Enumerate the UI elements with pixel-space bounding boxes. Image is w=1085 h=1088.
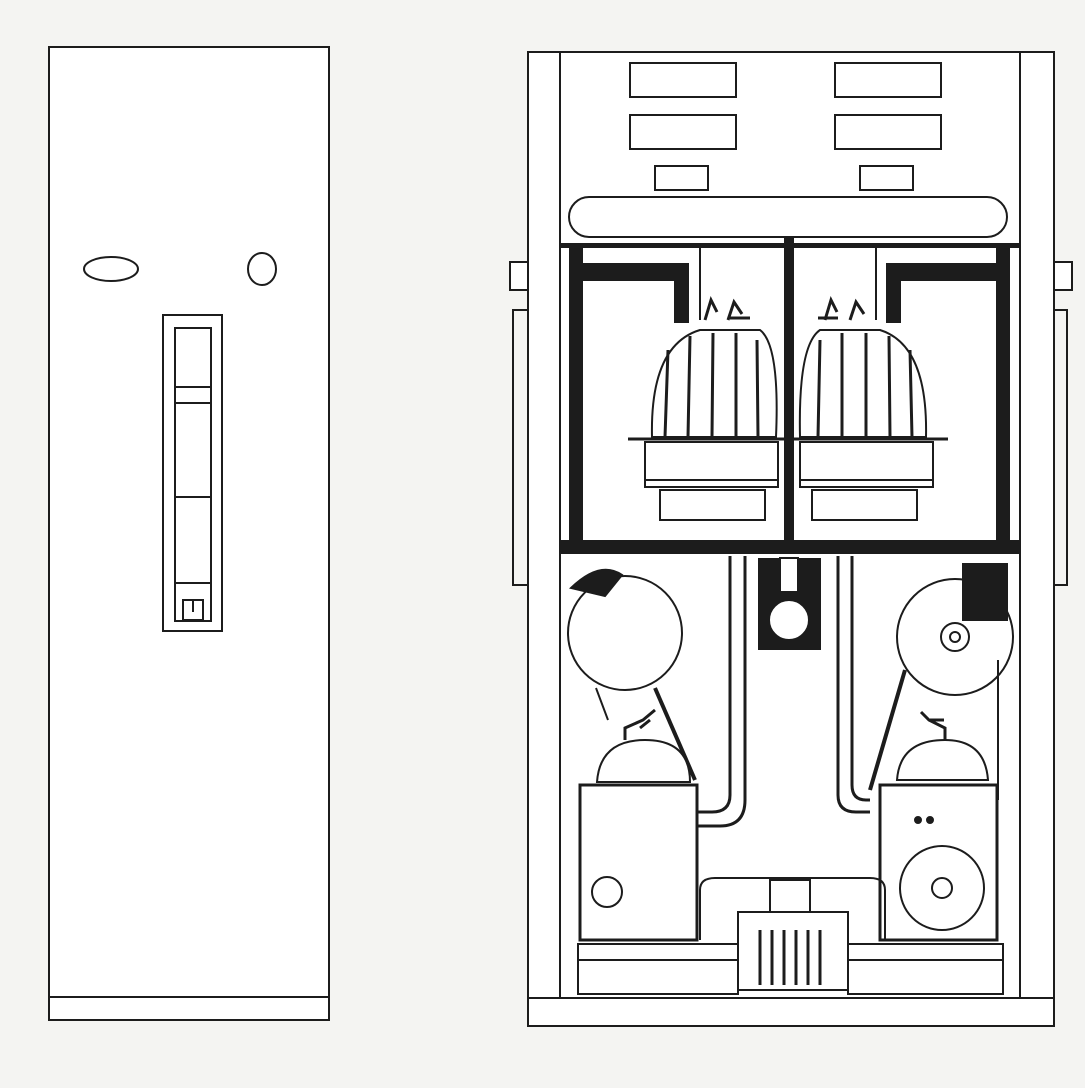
motor-wheel-right [899, 845, 985, 931]
side-cabinet-outline [48, 46, 330, 1021]
frame-upper-rail-left [569, 263, 689, 281]
side-sight-panel-frame [162, 314, 223, 632]
side-rail-right [1053, 309, 1068, 586]
side-bracket-right [1053, 261, 1073, 291]
pulley-left-bracket [568, 568, 624, 598]
meter-body [644, 441, 779, 488]
pipe-system [697, 556, 870, 828]
meter-valve-icon [818, 295, 866, 321]
pipe-drop-left [674, 263, 689, 323]
meter-dome [798, 329, 928, 438]
valve-handle-icon [919, 710, 947, 740]
pipe-right [850, 556, 870, 802]
base-tray-right [847, 943, 1004, 995]
meter-body [799, 441, 934, 488]
display-small-window [859, 165, 914, 191]
meter-dome [650, 329, 778, 438]
side-round-knob [247, 252, 277, 286]
meter-base [659, 489, 766, 521]
pipe-drop-right [886, 263, 901, 323]
side-oval-opening [83, 256, 139, 282]
side-rail-left [512, 309, 529, 586]
manifold-coupling [737, 911, 849, 991]
pump-block-left [578, 783, 699, 942]
meter-unit-right [788, 295, 948, 521]
pulley-right-bracket [962, 563, 1008, 621]
valve-handle-icon [623, 708, 656, 740]
internal-frame [561, 237, 1019, 554]
filter-cap [768, 599, 810, 641]
meter-ribs [663, 332, 760, 438]
front-view [509, 51, 1073, 1027]
frame-cross-beam [561, 540, 1019, 554]
belt [868, 669, 907, 791]
meter-valve-icon [703, 295, 750, 321]
manifold [699, 877, 886, 940]
bolt [914, 816, 922, 824]
display-window [629, 62, 737, 98]
display-window [629, 114, 737, 150]
display-head [568, 62, 1008, 238]
pipe-left [697, 556, 732, 814]
bolt [926, 816, 934, 824]
pulley-left [567, 575, 683, 691]
frame-center-post [784, 237, 794, 547]
base-tray-left [577, 943, 739, 995]
side-bracket-left [509, 261, 529, 291]
pulley-right-hub [949, 631, 961, 643]
filter-slot [779, 557, 799, 593]
belt [595, 687, 609, 721]
motor-wheel-hub [931, 877, 953, 899]
frame-left-post [569, 245, 583, 545]
frame-upper-rail-right [886, 263, 1010, 281]
display-window [834, 114, 942, 150]
coupling-ribs [758, 930, 822, 985]
meter-base [811, 489, 918, 521]
frame-top-beam [561, 243, 1019, 248]
pump-dome-left [595, 738, 692, 783]
display-small-window [654, 165, 709, 191]
pipe-left [697, 556, 747, 828]
pump-port-left [591, 876, 623, 908]
meter-unit-left [628, 295, 790, 521]
pipe-right [836, 556, 870, 814]
meter-ribs [816, 333, 914, 438]
display-window [834, 62, 942, 98]
pulley-right-hub [940, 622, 970, 652]
side-view [48, 46, 330, 1021]
frame-right-post [996, 245, 1010, 545]
